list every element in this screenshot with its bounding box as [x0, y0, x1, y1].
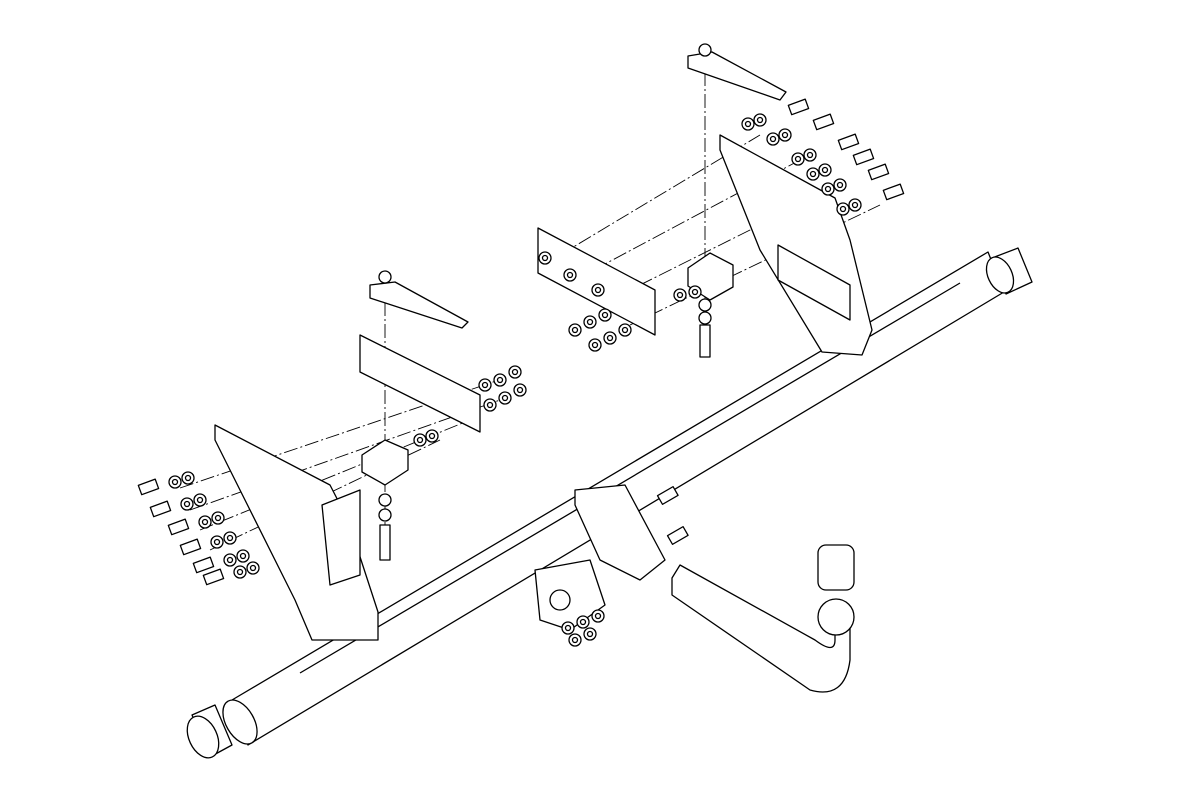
nut-hole-icon: [249, 564, 257, 572]
nut-hole-icon: [501, 394, 509, 402]
right-clamp-plate: [537, 227, 656, 336]
nut-hole-icon: [226, 556, 234, 564]
nut-hole-icon: [481, 381, 489, 389]
nut-hole-icon: [564, 624, 572, 632]
left-clamp-plate: [359, 334, 481, 433]
nut-hole-icon: [428, 432, 436, 440]
nut-hole-icon: [594, 286, 602, 294]
right-end-cap: [985, 247, 1033, 295]
nut-hole-icon: [794, 155, 802, 163]
nut-hole-icon: [769, 135, 777, 143]
bolt-icon: [656, 486, 679, 505]
nut-hole-icon: [214, 514, 222, 522]
nut-hole-icon: [806, 151, 814, 159]
nut-hole-icon: [184, 474, 192, 482]
nut-hole-icon: [541, 254, 549, 262]
nut-hole-icon: [516, 386, 524, 394]
nut-hole-icon: [586, 630, 594, 638]
left-side-bracket: [214, 424, 379, 641]
washer-icon: [698, 298, 712, 312]
nut-hole-icon: [236, 568, 244, 576]
nut-hole-icon: [566, 271, 574, 279]
nut-hole-icon: [744, 120, 752, 128]
bolt-icon: [852, 148, 875, 166]
bolt-icon: [882, 183, 905, 201]
washer-icon: [698, 311, 712, 325]
left-angle-bracket: [361, 439, 409, 486]
nut-hole-icon: [201, 518, 209, 526]
washer-icon: [378, 493, 392, 507]
nut-hole-icon: [691, 288, 699, 296]
nut-hole-icon: [621, 326, 629, 334]
bolt-icon: [787, 98, 810, 116]
nut-hole-icon: [571, 636, 579, 644]
nut-hole-icon: [594, 612, 602, 620]
nut-hole-icon: [809, 170, 817, 178]
nut-hole-icon: [196, 496, 204, 504]
nut-hole-icon: [836, 181, 844, 189]
nut-icon: [378, 270, 392, 284]
nut-hole-icon: [591, 341, 599, 349]
nut-hole-icon: [586, 318, 594, 326]
bolt-icon: [137, 478, 160, 496]
nut-hole-icon: [571, 326, 579, 334]
bolt-icon: [149, 500, 172, 518]
left-strap: [369, 281, 469, 329]
left-end-cap: [186, 704, 233, 759]
bolt-icon: [202, 568, 225, 586]
nut-hole-icon: [781, 131, 789, 139]
bolt-icon: [867, 163, 890, 181]
nut-hole-icon: [824, 185, 832, 193]
nut-hole-icon: [239, 552, 247, 560]
nut-hole-icon: [171, 478, 179, 486]
right-strap: [687, 51, 787, 101]
right-side-bracket: [719, 134, 873, 356]
bolt-icon: [837, 133, 860, 151]
nut-hole-icon: [226, 534, 234, 542]
washer-icon: [378, 508, 392, 522]
bolt-icon: [167, 518, 190, 536]
nut-hole-icon: [183, 500, 191, 508]
nut-hole-icon: [486, 401, 494, 409]
bolt-icon: [666, 526, 689, 545]
nut-icon: [698, 43, 712, 57]
bolt-icon: [192, 556, 215, 574]
bolt-icon: [379, 524, 391, 561]
nut-hole-icon: [756, 116, 764, 124]
nut-hole-icon: [496, 376, 504, 384]
nut-hole-icon: [851, 201, 859, 209]
ball-hitch-neck: [671, 544, 855, 693]
nut-hole-icon: [839, 205, 847, 213]
fasteners: [137, 43, 905, 647]
nut-hole-icon: [213, 538, 221, 546]
bolt-icon: [699, 324, 711, 358]
nut-hole-icon: [416, 436, 424, 444]
nut-hole-icon: [676, 291, 684, 299]
bolt-icon: [179, 538, 202, 556]
bolt-icon: [812, 113, 835, 131]
nut-hole-icon: [601, 311, 609, 319]
hitch-mount: [534, 484, 666, 631]
nut-hole-icon: [606, 334, 614, 342]
nut-hole-icon: [821, 166, 829, 174]
nut-hole-icon: [511, 368, 519, 376]
nut-hole-icon: [579, 618, 587, 626]
